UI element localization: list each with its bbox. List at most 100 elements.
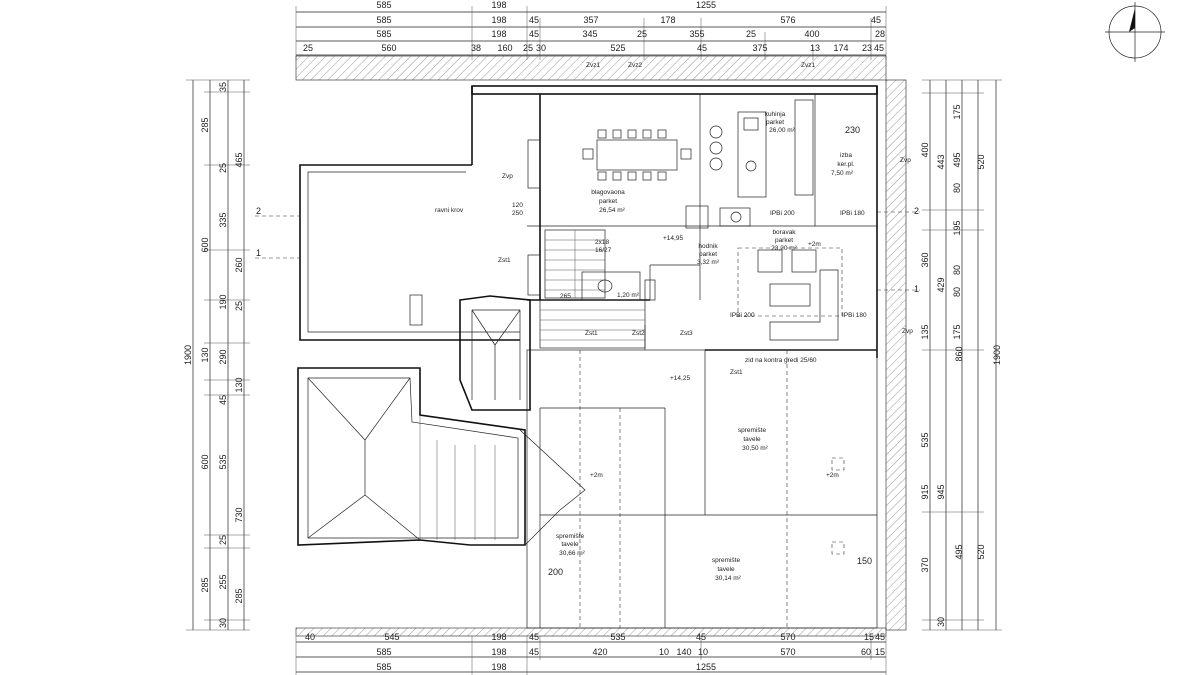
dim-right-inner-9: 175: [952, 324, 962, 339]
dim-top-3-8: 400: [804, 29, 819, 39]
dim-top-4-4: 160: [497, 43, 512, 53]
dim-top-2-7: 45: [871, 15, 881, 25]
dim-top-1-2: 198: [491, 0, 506, 10]
dim-right-mid-3: 520: [976, 154, 986, 169]
room-kuhinja-floor: parket: [766, 119, 784, 126]
dim-bottom-3-2: 198: [491, 662, 506, 672]
room-spremiste-2-floor: tavele: [561, 541, 579, 548]
room-hodnik-name: hodnik: [698, 243, 718, 250]
room-kupaonica-area: 1,20 m²: [617, 292, 640, 299]
dim-left-inner-17: 285: [234, 588, 244, 603]
dim-top-2-3: 45: [529, 15, 539, 25]
section-2-right: 2: [914, 206, 919, 216]
dim-left-inner-8: 25: [234, 301, 244, 311]
dim-top-3-4: 345: [582, 29, 597, 39]
dim-bottom-2-2: 198: [491, 647, 506, 657]
room-spremiste-3-area: 30,14 m²: [715, 575, 741, 582]
dim-top-3-5: 25: [637, 29, 647, 39]
room-labels: kuhinja parket 26,00 m² blagovaona parke…: [556, 111, 855, 582]
dim-bottom-2-4: 420: [592, 647, 607, 657]
room-hodnik-floor: parket: [699, 251, 717, 258]
dim-top-2-4: 357: [583, 15, 598, 25]
room-label-ravni-krov: ravni krov: [435, 207, 464, 214]
dim-left-inner-15: 25: [218, 535, 228, 545]
dim-right-inner-13: 30: [936, 617, 946, 627]
annotations: Zvz1 Zvz2 Zvz1 Zvp Zvp Zvp Zst1 Zst1 Zst…: [498, 62, 913, 577]
dim-bottom-1-4: 45: [529, 632, 539, 642]
dim-left-inner-5: 335: [218, 212, 228, 227]
room-spremiste-3-floor: tavele: [717, 566, 735, 573]
section-1-right: 1: [914, 284, 919, 294]
room-spremiste-2-name: spremište: [556, 533, 585, 540]
dim-250: 250: [512, 210, 523, 217]
top-dimension-chain: 585 198 1255 585 198 45 357 178 576 45 5…: [295, 0, 887, 81]
dim-right-inner-7: 80: [952, 265, 962, 275]
room-blagovaona-floor: parket: [599, 198, 617, 205]
dim-200: 200: [548, 567, 563, 577]
dim-right-inner-1: 175: [952, 104, 962, 119]
chimney-markers: [831, 457, 845, 555]
dim-top-1-1: 585: [376, 0, 391, 10]
dim-left-inner-9: 130: [200, 347, 210, 362]
dim-top-2-1: 585: [376, 15, 391, 25]
room-izba-floor: ker.pl.: [837, 161, 855, 168]
dim-bottom-2-6: 140: [676, 647, 691, 657]
room-boravak-floor: parket: [775, 237, 793, 244]
left-dimension-chain: 1900 600 600 285 35 285 25 465 335 260 1…: [183, 79, 250, 631]
dim-top-1-3: 1255: [696, 0, 716, 10]
dim-right-mid-2: 443: [936, 154, 946, 169]
stair-spec: 2x18: [595, 239, 609, 246]
room-spremiste-2-area: 30,66 m²: [559, 550, 585, 557]
label-slope-right: +2m: [826, 472, 839, 479]
dim-top-4-7: 525: [610, 43, 625, 53]
room-blagovaona-area: 26,54 m²: [599, 207, 625, 214]
kitchen-fixtures: [685, 99, 814, 229]
room-boravak-area: 23,20 m²: [771, 245, 797, 252]
room-hodnik-area: 3,32 m²: [697, 259, 720, 266]
dim-right-inner-10: 135: [920, 324, 930, 339]
room-boravak-name: boravak: [772, 229, 796, 236]
label-zst1-lower: Zst1: [730, 369, 743, 376]
living-room-furniture: [737, 247, 843, 341]
dim-bottom-2-5: 10: [659, 647, 669, 657]
dim-bottom-3-1: 585: [376, 662, 391, 672]
label-zvp-right-bottom: Zvp: [902, 328, 913, 335]
dim-top-4-6: 30: [536, 43, 546, 53]
dim-right-mid-1: 400: [920, 142, 930, 157]
room-spremiste-1-area: 30,50 m²: [742, 445, 768, 452]
dim-top-4-9: 375: [752, 43, 767, 53]
label-level-14-25: +14,25: [670, 375, 690, 382]
dim-top-4-13: 45: [874, 43, 884, 53]
dim-left-inner-10: 290: [218, 349, 228, 364]
dim-top-3-2: 198: [491, 29, 506, 39]
bathroom-fixtures: [581, 271, 656, 301]
label-zvz1-right: Zvz1: [801, 62, 815, 69]
dim-left-inner-3: 25: [218, 163, 228, 173]
dim-top-4-1: 25: [303, 43, 313, 53]
dim-top-3-3: 45: [529, 29, 539, 39]
dim-bottom-1-5: 535: [610, 632, 625, 642]
dim-top-3-9: 28: [875, 29, 885, 39]
dim-bottom-2-10: 15: [875, 647, 885, 657]
dim-left-mid-3: 285: [200, 577, 210, 592]
dim-bottom-2-1: 585: [376, 647, 391, 657]
dim-left-inner-7: 190: [218, 294, 228, 309]
stair-spec-2: 16/27: [595, 247, 612, 254]
dim-bottom-1-3: 198: [491, 632, 506, 642]
dim-left-inner-1: 35: [218, 82, 228, 92]
room-spremiste-1-name: spremište: [738, 427, 767, 434]
dim-left-mid-2: 600: [200, 454, 210, 469]
dim-left-total: 1900: [183, 345, 193, 365]
dim-top-4-10: 13: [810, 43, 820, 53]
section-2-left: 2: [256, 206, 261, 216]
dim-left-inner-12: 45: [218, 395, 228, 405]
dim-top-4-11: 174: [833, 43, 848, 53]
dim-bottom-2-3: 45: [529, 647, 539, 657]
dim-left-inner-11: 130: [234, 377, 244, 392]
dim-right-inner-11: 535: [920, 432, 930, 447]
dim-230: 230: [845, 125, 860, 135]
dim-top-4-8: 45: [697, 43, 707, 53]
dim-bottom-1-1: 40: [305, 632, 315, 642]
label-zvz2: Zvz2: [628, 62, 642, 69]
